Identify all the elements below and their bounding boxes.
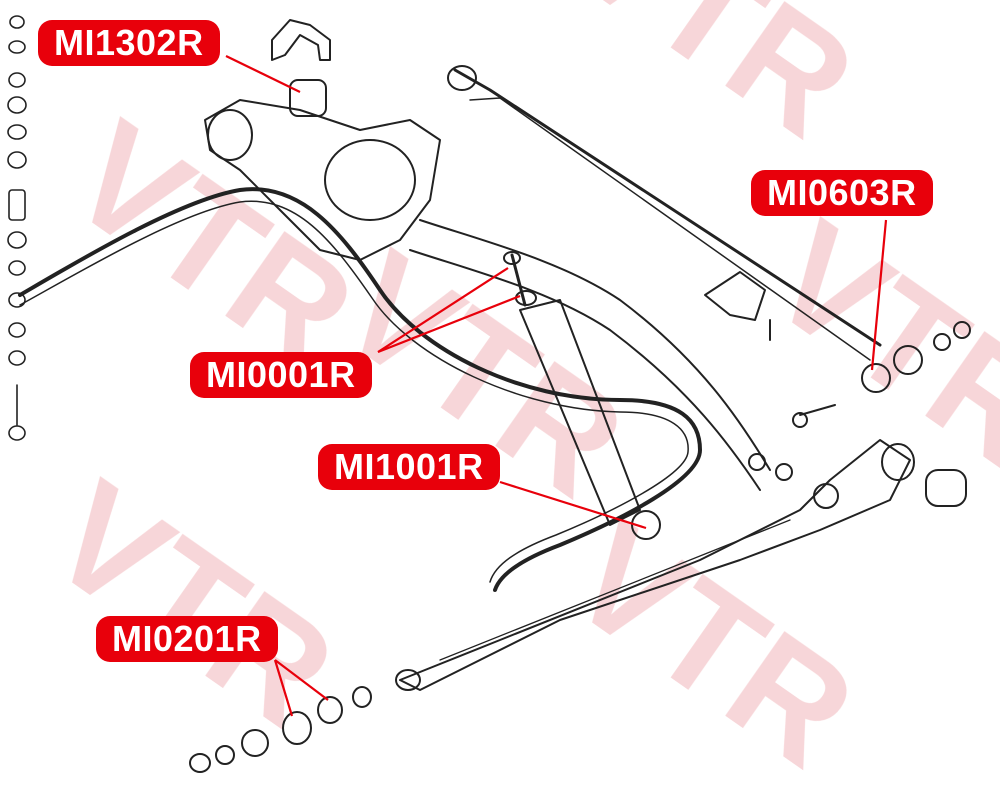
leader-mi1302r [225,55,301,93]
shock-absorber [519,299,641,526]
stabilizer-bar [18,187,702,592]
part-label-mi0201r[interactable]: MI0201R [96,616,278,662]
leader-mi0201r-b [274,659,329,701]
line-art [7,15,971,773]
part-label-mi0001r[interactable]: MI0001R [190,352,372,398]
leader-mi0201r-a [273,659,294,717]
leader-lines [225,55,888,717]
leader-mi1001r [499,480,647,530]
watermark-text: VTR [22,449,364,759]
lateral-rod [453,68,882,347]
leader-mi0001r-b [377,294,521,354]
part-label-mi0603r[interactable]: MI0603R [751,170,933,216]
differential [204,99,441,261]
leader-mi0001r-a [377,267,509,353]
watermark-text: VTR [542,489,884,785]
bottom-hardware [189,669,421,773]
axle-tube [419,219,771,471]
hardware-stack [7,15,27,441]
watermark-text: VTR [542,0,884,168]
leader-mi0603r [870,219,888,371]
part-label-mi1001r[interactable]: MI1001R [318,444,500,490]
watermark-text: VTR [742,189,1000,499]
part-label-mi1302r[interactable]: MI1302R [38,20,220,66]
trailing-arm [399,439,911,691]
